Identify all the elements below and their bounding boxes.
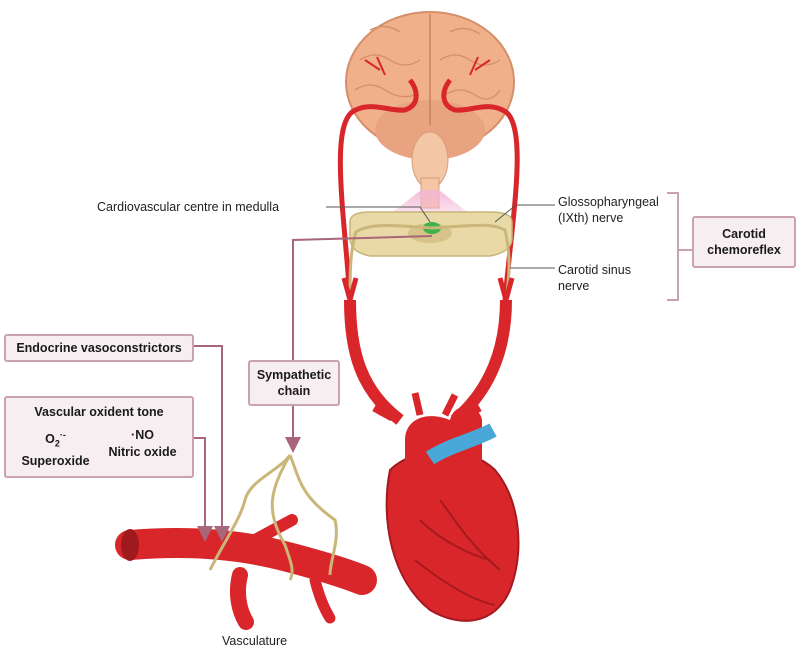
- cardio-centre-label: Cardiovascular centre in medulla: [97, 200, 280, 214]
- glosso-line1: Glossopharyngeal: [558, 195, 659, 209]
- superoxide-symbol: O2·-: [45, 426, 66, 453]
- endocrine-label: Endocrine vasoconstrictors: [16, 341, 182, 355]
- nitric-oxide-symbol: ·NO: [131, 428, 154, 442]
- carotid-chemoreflex-line2: chemoreflex: [707, 243, 781, 257]
- left-nerve: [348, 224, 433, 301]
- sympathetic-line1: Sympathetic: [256, 368, 332, 382]
- superoxide-label: Superoxide: [21, 453, 90, 468]
- endocrine-arrow: [193, 345, 230, 542]
- o2-symbol: O: [45, 432, 55, 447]
- glossopharyngeal-label: Glossopharyngeal (IXth) nerve: [558, 194, 659, 226]
- oxident-title: Vascular oxident tone: [34, 405, 164, 419]
- o2-subscript: 2: [54, 438, 60, 449]
- oxident-arrow: [192, 437, 213, 542]
- vasculature-nerves: [208, 454, 338, 581]
- sympathetic-chain-box: Sympathetic chain: [248, 360, 340, 406]
- brain: [345, 11, 515, 209]
- medulla-section: [349, 211, 513, 257]
- vasculature-label: Vasculature: [222, 634, 288, 648]
- carotid-sinus-line2: nerve: [558, 279, 590, 293]
- nitric-oxide-label: Nitric oxide: [108, 445, 177, 459]
- medulla-to-sympathetic-arrow: [292, 235, 433, 360]
- cardio-centre-leader: [326, 206, 431, 223]
- glosso-leader: [494, 204, 555, 223]
- carotid-chemoreflex-box: Carotid chemoreflex: [692, 216, 796, 268]
- carotid-artery-right: [451, 299, 512, 425]
- brain-artery-right: [441, 78, 520, 301]
- o2-superscript: ·-: [59, 430, 66, 440]
- vasculature-vessel: [115, 514, 377, 630]
- glosso-line2: (IXth) nerve: [558, 211, 624, 225]
- endocrine-vasoconstrictors-box: Endocrine vasoconstrictors: [4, 334, 194, 362]
- carotid-sinus-label: Carotid sinus nerve: [558, 262, 631, 294]
- chemoreflex-bracket: [667, 192, 692, 301]
- glossopharyngeal-nerve: [431, 223, 511, 301]
- brain-artery-left: [337, 78, 419, 301]
- carotid-artery-left: [344, 299, 404, 425]
- heart: [385, 406, 520, 622]
- vascular-oxident-tone-box: Vascular oxident tone O2·- Superoxide ·N…: [4, 396, 194, 478]
- sympathetic-line2: chain: [277, 384, 311, 398]
- carotid-sinus-line1: Carotid sinus: [558, 263, 631, 277]
- carotid-chemoreflex-line1: Carotid: [722, 227, 766, 241]
